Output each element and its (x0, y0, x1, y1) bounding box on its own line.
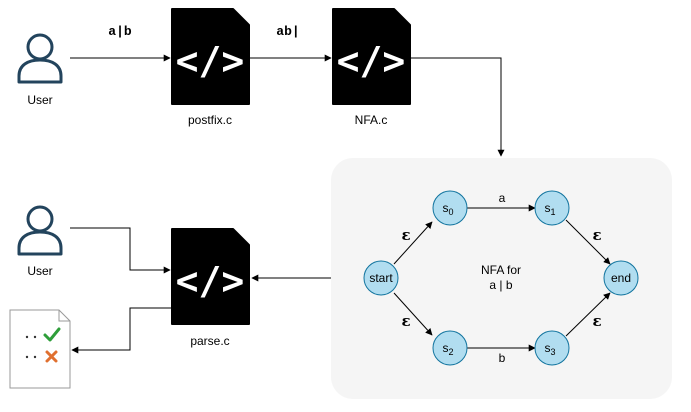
edge-nfa-to-panel (411, 57, 505, 157)
nfa-title-line2: a | b (489, 278, 512, 292)
nfa-file-label: NFA.c (355, 113, 388, 127)
svg-text:start: start (369, 271, 393, 285)
svg-text:</>: </> (176, 39, 245, 83)
nfa-title-line1: NFA for (481, 263, 521, 277)
transition-start-s0 (393, 221, 433, 265)
code-file-icon: </> (171, 228, 250, 325)
transition-label-epsilon: ε (401, 312, 410, 330)
transition-s1-end (565, 219, 611, 265)
transition-label-epsilon: ε (401, 226, 410, 244)
check-icon (43, 327, 61, 342)
edge-label-input-regex: a|b (108, 24, 132, 39)
svg-text:s1: s1 (544, 201, 555, 217)
svg-text:</>: </> (176, 259, 245, 303)
transition-label-epsilon: ε (592, 226, 601, 244)
transition-s3-end (565, 292, 611, 337)
document-icon (9, 309, 71, 389)
state-start: start (363, 260, 399, 296)
user-icon (17, 205, 63, 256)
nfa-panel (331, 158, 672, 399)
transition-label-epsilon: ε (592, 312, 601, 330)
svg-text:s3: s3 (544, 341, 555, 357)
user-label-bottom: User (27, 264, 52, 278)
edge-user-to-parse (70, 227, 171, 274)
state-s0: s0 (432, 190, 468, 226)
transition-label-a: a (499, 191, 506, 205)
transition-start-s2 (393, 292, 433, 336)
svg-text:s2: s2 (442, 341, 453, 357)
transition-label-b: b (499, 351, 506, 365)
state-end: end (603, 260, 639, 296)
state-s3: s3 (534, 330, 570, 366)
postfix-file-label: postfix.c (188, 113, 232, 127)
svg-text:s0: s0 (442, 201, 453, 217)
parse-file-label: parse.c (190, 334, 229, 348)
edge-parse-to-document (71, 307, 172, 354)
code-file-icon: </> (171, 8, 250, 105)
code-file-icon: </> (332, 8, 411, 105)
svg-text:</>: </> (337, 39, 406, 83)
user-icon (17, 33, 63, 84)
state-s1: s1 (534, 190, 570, 226)
edge-label-postfix-regex: ab| (276, 24, 299, 39)
state-s2: s2 (432, 330, 468, 366)
svg-text:end: end (611, 271, 631, 285)
user-label-top: User (27, 93, 52, 107)
cross-icon (45, 350, 58, 363)
